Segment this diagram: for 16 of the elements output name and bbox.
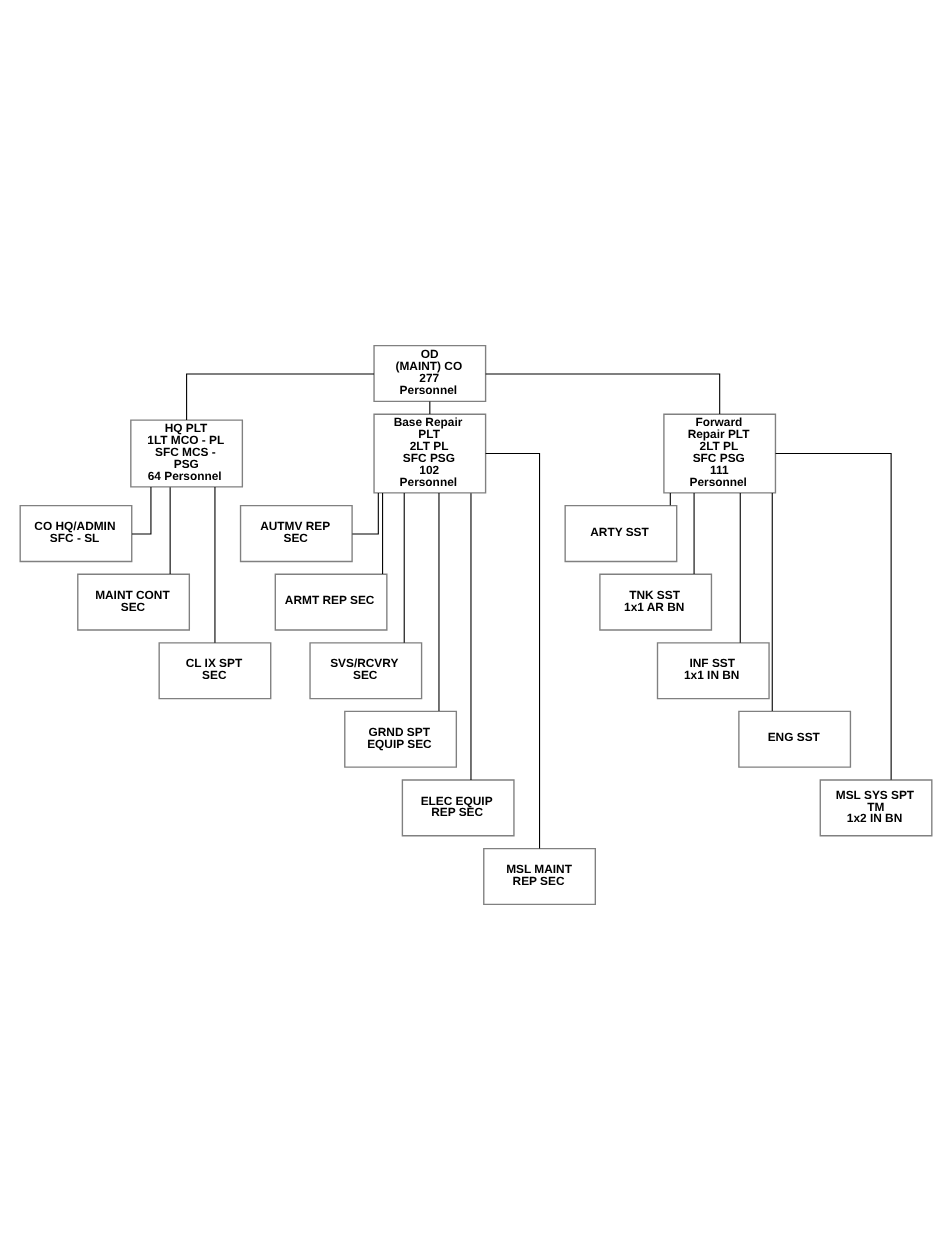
connector [485,373,721,415]
connector [382,492,384,575]
connector [739,492,741,644]
connector [438,492,440,712]
connector [775,453,892,781]
connector [403,492,405,644]
connector [470,492,472,781]
connector [351,492,379,535]
connector [485,453,541,849]
connector [131,486,152,535]
connector [169,486,171,575]
connector [771,492,773,712]
connector [669,492,671,506]
connector [693,492,695,575]
connector [186,373,375,421]
connector [214,486,216,644]
